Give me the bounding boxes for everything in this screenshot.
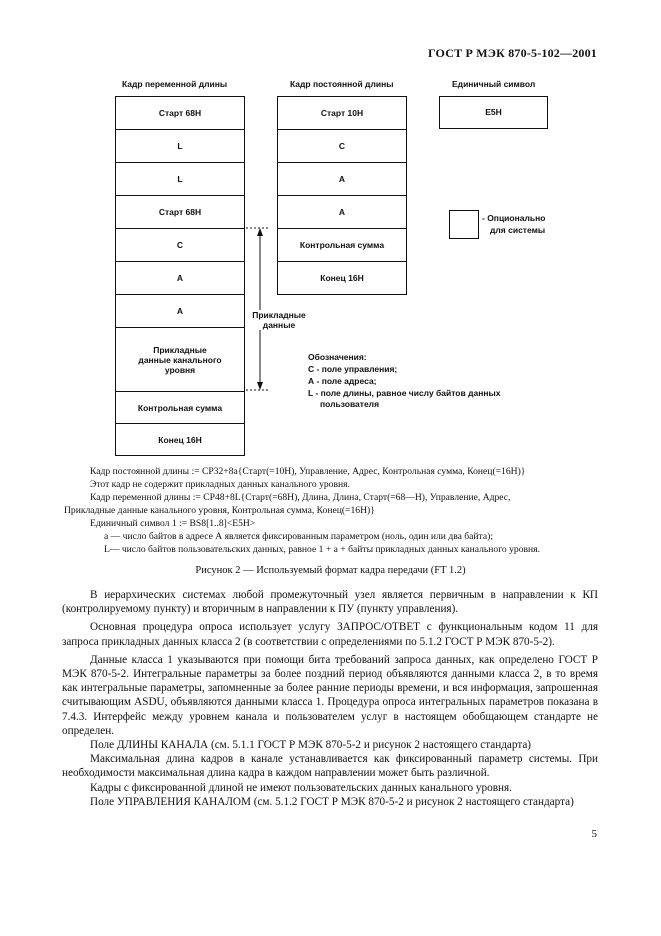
def-note-l: L— число байтов пользовательских данных,… (104, 544, 540, 555)
bracket-label: Прикладные данные (250, 310, 308, 330)
fix-cell-checksum: Контрольная сумма (278, 229, 406, 262)
paragraph-3: Данные класса 1 указываются при помощи б… (62, 653, 598, 737)
legend-l-cont: пользователя (320, 399, 380, 409)
var-cell-end: Конец 16Н (158, 434, 202, 445)
var-cell-start2: Старт 68Н (116, 196, 244, 229)
def-fixed-frame: Кадр постоянной длины := CP32+8a{Старт(=… (90, 466, 526, 477)
optional-label: - Опционально (482, 213, 546, 223)
def-fixed-frame-note: Этот кадр не содержит прикладных данных … (90, 479, 350, 490)
paragraph-2: Основная процедура опроса использует усл… (62, 621, 598, 648)
var-cell-l1: L (116, 130, 244, 163)
variable-frame-title: Кадр переменной длины (122, 79, 228, 89)
def-single-char: Единичный символ 1 := BS8[1..8]<E5H> (90, 518, 256, 529)
var-cell-a2: А (116, 295, 244, 328)
paragraph-4: Поле ДЛИНЫ КАНАЛА (см. 5.1.1 ГОСТ Р МЭК … (90, 739, 532, 752)
body-text: В иерархических системах любой промежуто… (62, 588, 598, 809)
single-char-column: Е5Н (439, 96, 548, 129)
fixed-frame-title: Кадр постоянной длины (290, 79, 394, 89)
optional-box (449, 210, 479, 239)
fix-cell-end: Конец 16Н (320, 273, 364, 283)
legend-a: А - поле адреса; (308, 376, 377, 386)
var-cell-app-data: Прикладные данные канального уровня (116, 328, 244, 392)
fix-cell-a2: А (278, 196, 406, 229)
single-cell-e5: Е5Н (485, 107, 502, 117)
var-cell-l2: L (116, 163, 244, 196)
fix-cell-start: Старт 10Н (278, 97, 406, 130)
paragraph-7: Поле УПРАВЛЕНИЯ КАНАЛОМ (см. 5.1.2 ГОСТ … (90, 795, 574, 808)
var-cell-a1: А (116, 262, 244, 295)
standard-header: ГОСТ Р МЭК 870-5-102—2001 (428, 46, 597, 60)
fix-cell-c: С (278, 130, 406, 163)
var-cell-checksum: Контрольная сумма (116, 392, 244, 424)
def-note-a: а — число байтов в адресе А является фик… (104, 531, 493, 542)
def-variable-frame: Кадр переменной длины := CP48+8L{Старт(=… (90, 492, 511, 503)
legend-l: L - поле длины, равное числу байтов данн… (308, 388, 501, 398)
def-variable-frame-cont: Прикладные данные канального уровня, Кон… (64, 505, 375, 516)
app-data-bracket (246, 227, 269, 391)
paragraph-5: Максимальная длина кадров в канале устан… (62, 753, 598, 780)
variable-frame-column: Старт 68Н L L Старт 68Н С А А Прикладные… (115, 96, 245, 456)
optional-label-2: для системы (490, 225, 546, 235)
single-char-title: Единичный символ (452, 79, 536, 89)
fix-cell-a1: А (278, 163, 406, 196)
legend-c: С - поле управления; (308, 364, 398, 374)
fixed-frame-column: Старт 10Н С А А Контрольная сумма Конец … (277, 96, 407, 295)
var-cell-c: С (116, 229, 244, 262)
page-number: 5 (591, 828, 598, 840)
paragraph-1: В иерархических системах любой промежуто… (62, 589, 598, 616)
figure-caption: Рисунок 2 — Используемый формат кадра пе… (195, 565, 466, 576)
paragraph-6: Кадры с фиксированной длиной не имеют по… (90, 781, 512, 794)
legend-title: Обозначения: (308, 352, 367, 362)
var-cell-start1: Старт 68Н (116, 97, 244, 130)
